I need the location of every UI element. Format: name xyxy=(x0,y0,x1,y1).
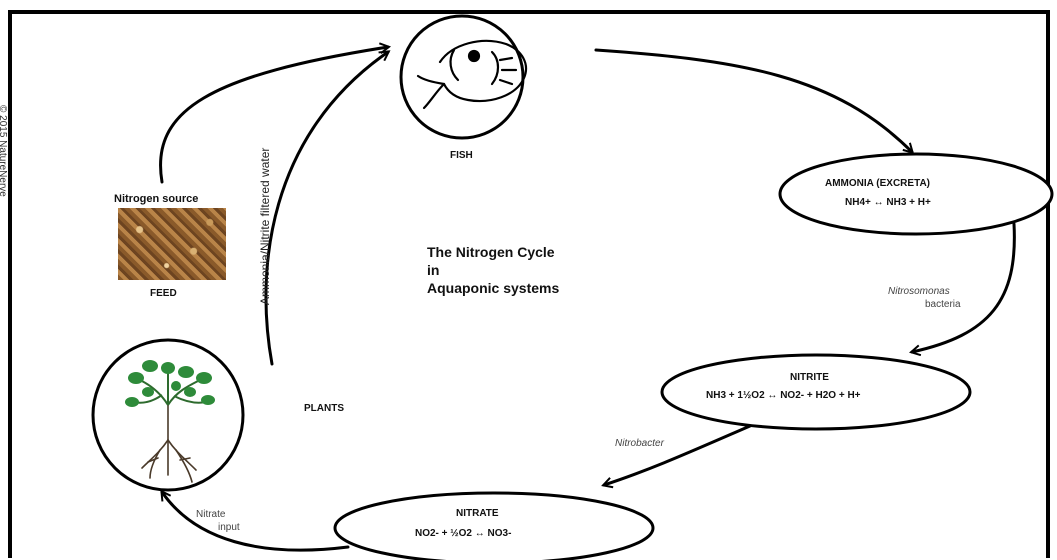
feed-heading: Nitrogen source xyxy=(114,193,199,205)
plants-label: PLANTS xyxy=(304,403,344,414)
nitrosomonas-label: Nitrosomonas xyxy=(888,286,950,297)
title-line-1: The Nitrogen Cycle xyxy=(427,244,555,260)
fish-circle xyxy=(399,14,525,140)
nitrite-title: NITRITE xyxy=(790,372,829,383)
ammonia-ellipse xyxy=(778,152,1054,236)
nitrate-input-label-1: Nitrate xyxy=(196,509,226,520)
nitrate-ellipse xyxy=(333,491,655,560)
nitrate-title: NITRATE xyxy=(456,508,499,519)
feed-label: FEED xyxy=(150,288,177,299)
nitrate-input-label-2: input xyxy=(218,522,240,533)
filtered-water-label: Ammonia/Nitrite filtered water xyxy=(258,147,272,305)
ammonia-title: AMMONIA (EXCRETA) xyxy=(825,178,930,189)
plant-icon xyxy=(125,360,215,483)
arrow-feed-to-fish xyxy=(159,47,388,184)
fish-node xyxy=(399,14,528,140)
arrow-fish-to-ammonia xyxy=(594,48,912,152)
title-line-2: in xyxy=(427,262,440,278)
title-line-3: Aquaponic systems xyxy=(427,280,560,296)
arrow-plants-to-fish xyxy=(264,52,388,366)
ammonia-equation: NH4+ ↔ NH3 + H+ xyxy=(845,197,931,208)
fish-icon xyxy=(416,39,528,110)
arrow-nitrate-to-plants xyxy=(162,492,350,552)
plants-node xyxy=(91,338,245,492)
fish-label: FISH xyxy=(450,150,473,161)
nitrite-ellipse xyxy=(660,353,972,431)
nitrate-equation: NO2- + ½O2 ↔ NO3- xyxy=(415,528,512,539)
arrow-nitrite-to-nitrate xyxy=(604,424,752,485)
nitrobacter-label: Nitrobacter xyxy=(615,438,664,449)
nitrosomonas-sub-label: bacteria xyxy=(925,299,961,310)
copyright-text: © 2015 NatureNerve xyxy=(0,105,8,197)
feed-image xyxy=(118,208,226,280)
arrow-ammonia-to-nitrite xyxy=(912,222,1016,352)
nitrite-equation: NH3 + 1½O2 ↔ NO2- + H2O + H+ xyxy=(706,390,861,401)
